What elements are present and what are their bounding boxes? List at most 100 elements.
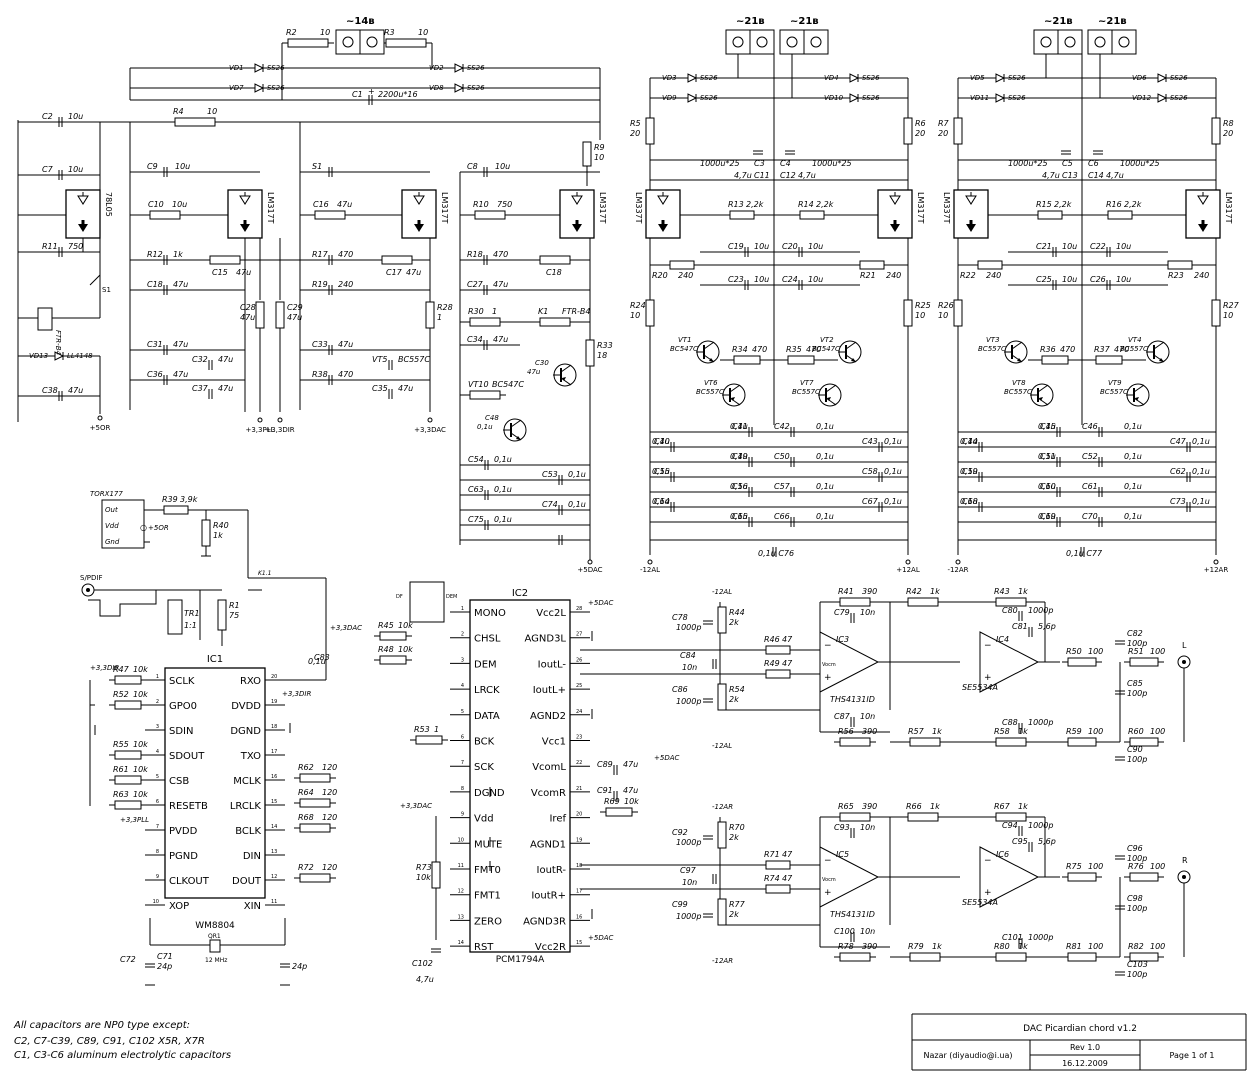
resistor-r17	[209, 255, 241, 265]
ic-pin-name: Vcc2R	[535, 942, 566, 953]
transistor-ref: VT6	[704, 379, 718, 387]
transformer-socket	[359, 29, 385, 55]
transistor-value: BC557C	[1100, 388, 1128, 396]
regulator-name: LM317T	[1224, 192, 1233, 224]
diode-value: SS26	[267, 64, 285, 72]
resistor-ref: R63	[113, 790, 129, 799]
cap-value: 0,1u	[1124, 482, 1142, 491]
cap-ref: C96	[1127, 844, 1143, 853]
resistor-value: 2,2k	[1054, 200, 1072, 209]
resistor-value: 2,2k	[816, 200, 834, 209]
transistor	[838, 340, 862, 364]
cap-ref: C42	[774, 422, 790, 431]
plus-input: +	[984, 888, 992, 898]
rail-terminal	[257, 417, 263, 423]
cap-ref: C49	[732, 452, 748, 461]
pullup-resistor	[114, 675, 142, 685]
resistor-ref: R7	[938, 119, 950, 128]
cap-ref: C22	[1090, 242, 1106, 251]
cap-value: 10u	[175, 162, 190, 171]
resistor-value: 2k	[729, 618, 739, 627]
op-amp-se5534	[979, 631, 1040, 693]
resistor-value: 390	[862, 727, 877, 736]
resistor-value: 1	[492, 307, 497, 316]
diode	[849, 73, 860, 83]
resistor-value: 1	[437, 313, 442, 322]
cap-ref: C62	[1170, 467, 1186, 476]
cap-value: 0,1u	[816, 482, 834, 491]
cap-ref: C99	[672, 900, 688, 909]
resistor-r62	[299, 773, 331, 783]
crystal-freq: 12 MHz	[205, 957, 227, 964]
rail-label: +5OR	[90, 424, 111, 432]
cap-ref: C23	[728, 275, 744, 284]
resistor-value: 100	[1150, 862, 1165, 871]
cap-value: 10u	[754, 242, 769, 251]
ic2-ref: IC2	[512, 588, 528, 599]
cap-ref: C47	[1170, 437, 1187, 446]
ic-pin-number: 21	[576, 786, 582, 792]
resistor-value: 390	[862, 942, 877, 951]
supply-label: ~21в	[1044, 16, 1073, 27]
resistor-ref: R56	[838, 727, 854, 736]
cap-ref: C81	[1012, 622, 1028, 631]
ic-pin-name: DATA	[474, 711, 500, 722]
resistor-value: BC547C	[492, 380, 524, 389]
resistor-value: 20	[1223, 129, 1233, 138]
transformer-socket	[335, 29, 361, 55]
cap-value: 10n	[682, 878, 697, 887]
cap-value: 0,1u	[960, 497, 978, 506]
cap-value: 750	[68, 242, 83, 251]
resistor	[1107, 210, 1133, 220]
resistor-r32	[539, 317, 571, 327]
ic-pin-name: RXO	[240, 676, 261, 687]
resistor-value: 10k	[133, 765, 148, 774]
ic-pin-name: GPO0	[169, 701, 197, 712]
diode	[454, 63, 465, 73]
transistor-value: BC557C	[792, 388, 820, 396]
cap-value: 0,1u	[884, 437, 902, 446]
rail-label: -12AL	[640, 566, 660, 574]
diode-ref: VD11	[970, 94, 989, 102]
output-label: L	[1182, 641, 1187, 650]
diode	[849, 93, 860, 103]
resistor-r11	[314, 210, 346, 220]
resistor-ref: C29	[287, 303, 303, 312]
cap-ref: C98	[1127, 894, 1143, 903]
resistor	[765, 860, 791, 870]
cap-value: 0,1u	[1192, 437, 1210, 446]
resistor-value: 10	[938, 311, 948, 320]
ic-pin-name: SDOUT	[169, 751, 205, 762]
opamp-ref: IC3	[836, 635, 849, 644]
resistor	[717, 898, 727, 926]
resistor	[645, 299, 655, 327]
regulator	[401, 189, 437, 239]
cap-value: 100p	[1127, 904, 1147, 913]
cap-value: 10u	[808, 275, 823, 284]
cap-ref: C45	[1040, 422, 1056, 431]
cap-value: 470	[338, 370, 353, 379]
ic-pin-name: MCLK	[233, 776, 261, 787]
ic-pin-number: 13	[271, 849, 277, 855]
ic-wm8804	[145, 667, 285, 906]
resistor-value: 10	[320, 28, 330, 37]
cap-ref: C1	[352, 90, 363, 99]
cap-value: 0,1u	[730, 512, 748, 521]
resistor-r3	[385, 38, 427, 48]
ic-pin-name: DVDD	[231, 701, 261, 712]
resistor-ref: R78	[838, 942, 854, 951]
ic-pin-number: 6	[156, 799, 159, 805]
relay-k1	[37, 307, 53, 331]
resistor	[839, 597, 871, 607]
resistor-ref: R51	[1128, 647, 1144, 656]
note-line: C1, C3-C6 aluminum electrolytic capacito…	[14, 1050, 231, 1061]
resistor-ref: R48	[378, 645, 394, 654]
ic-pin-number: 20	[271, 674, 277, 680]
resistor-r4	[174, 117, 216, 127]
resistor	[995, 597, 1027, 607]
cap-value: 1000p	[1028, 821, 1053, 830]
transistor-ref: VT9	[1108, 379, 1122, 387]
cap-ref: C8	[467, 162, 478, 171]
resistor-r39	[163, 505, 189, 515]
